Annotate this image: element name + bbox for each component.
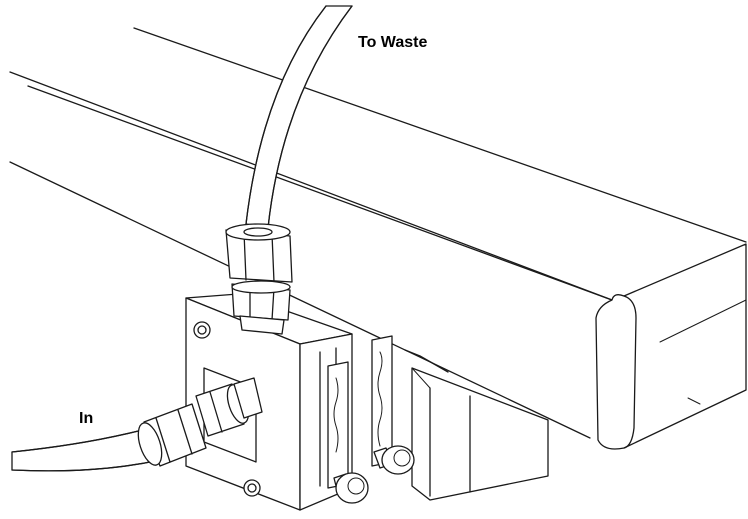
side-fittings <box>137 377 263 467</box>
waste-tubing <box>245 5 353 229</box>
inlet-label: In <box>79 410 94 427</box>
clamp-block <box>411 367 549 501</box>
top-fittings <box>225 223 293 335</box>
thumb-knobs <box>333 445 415 504</box>
to-waste-label: To Waste <box>358 34 428 51</box>
rail-housing <box>9 27 747 450</box>
inlet-tubing <box>11 427 161 472</box>
clamp-arms <box>327 335 393 489</box>
